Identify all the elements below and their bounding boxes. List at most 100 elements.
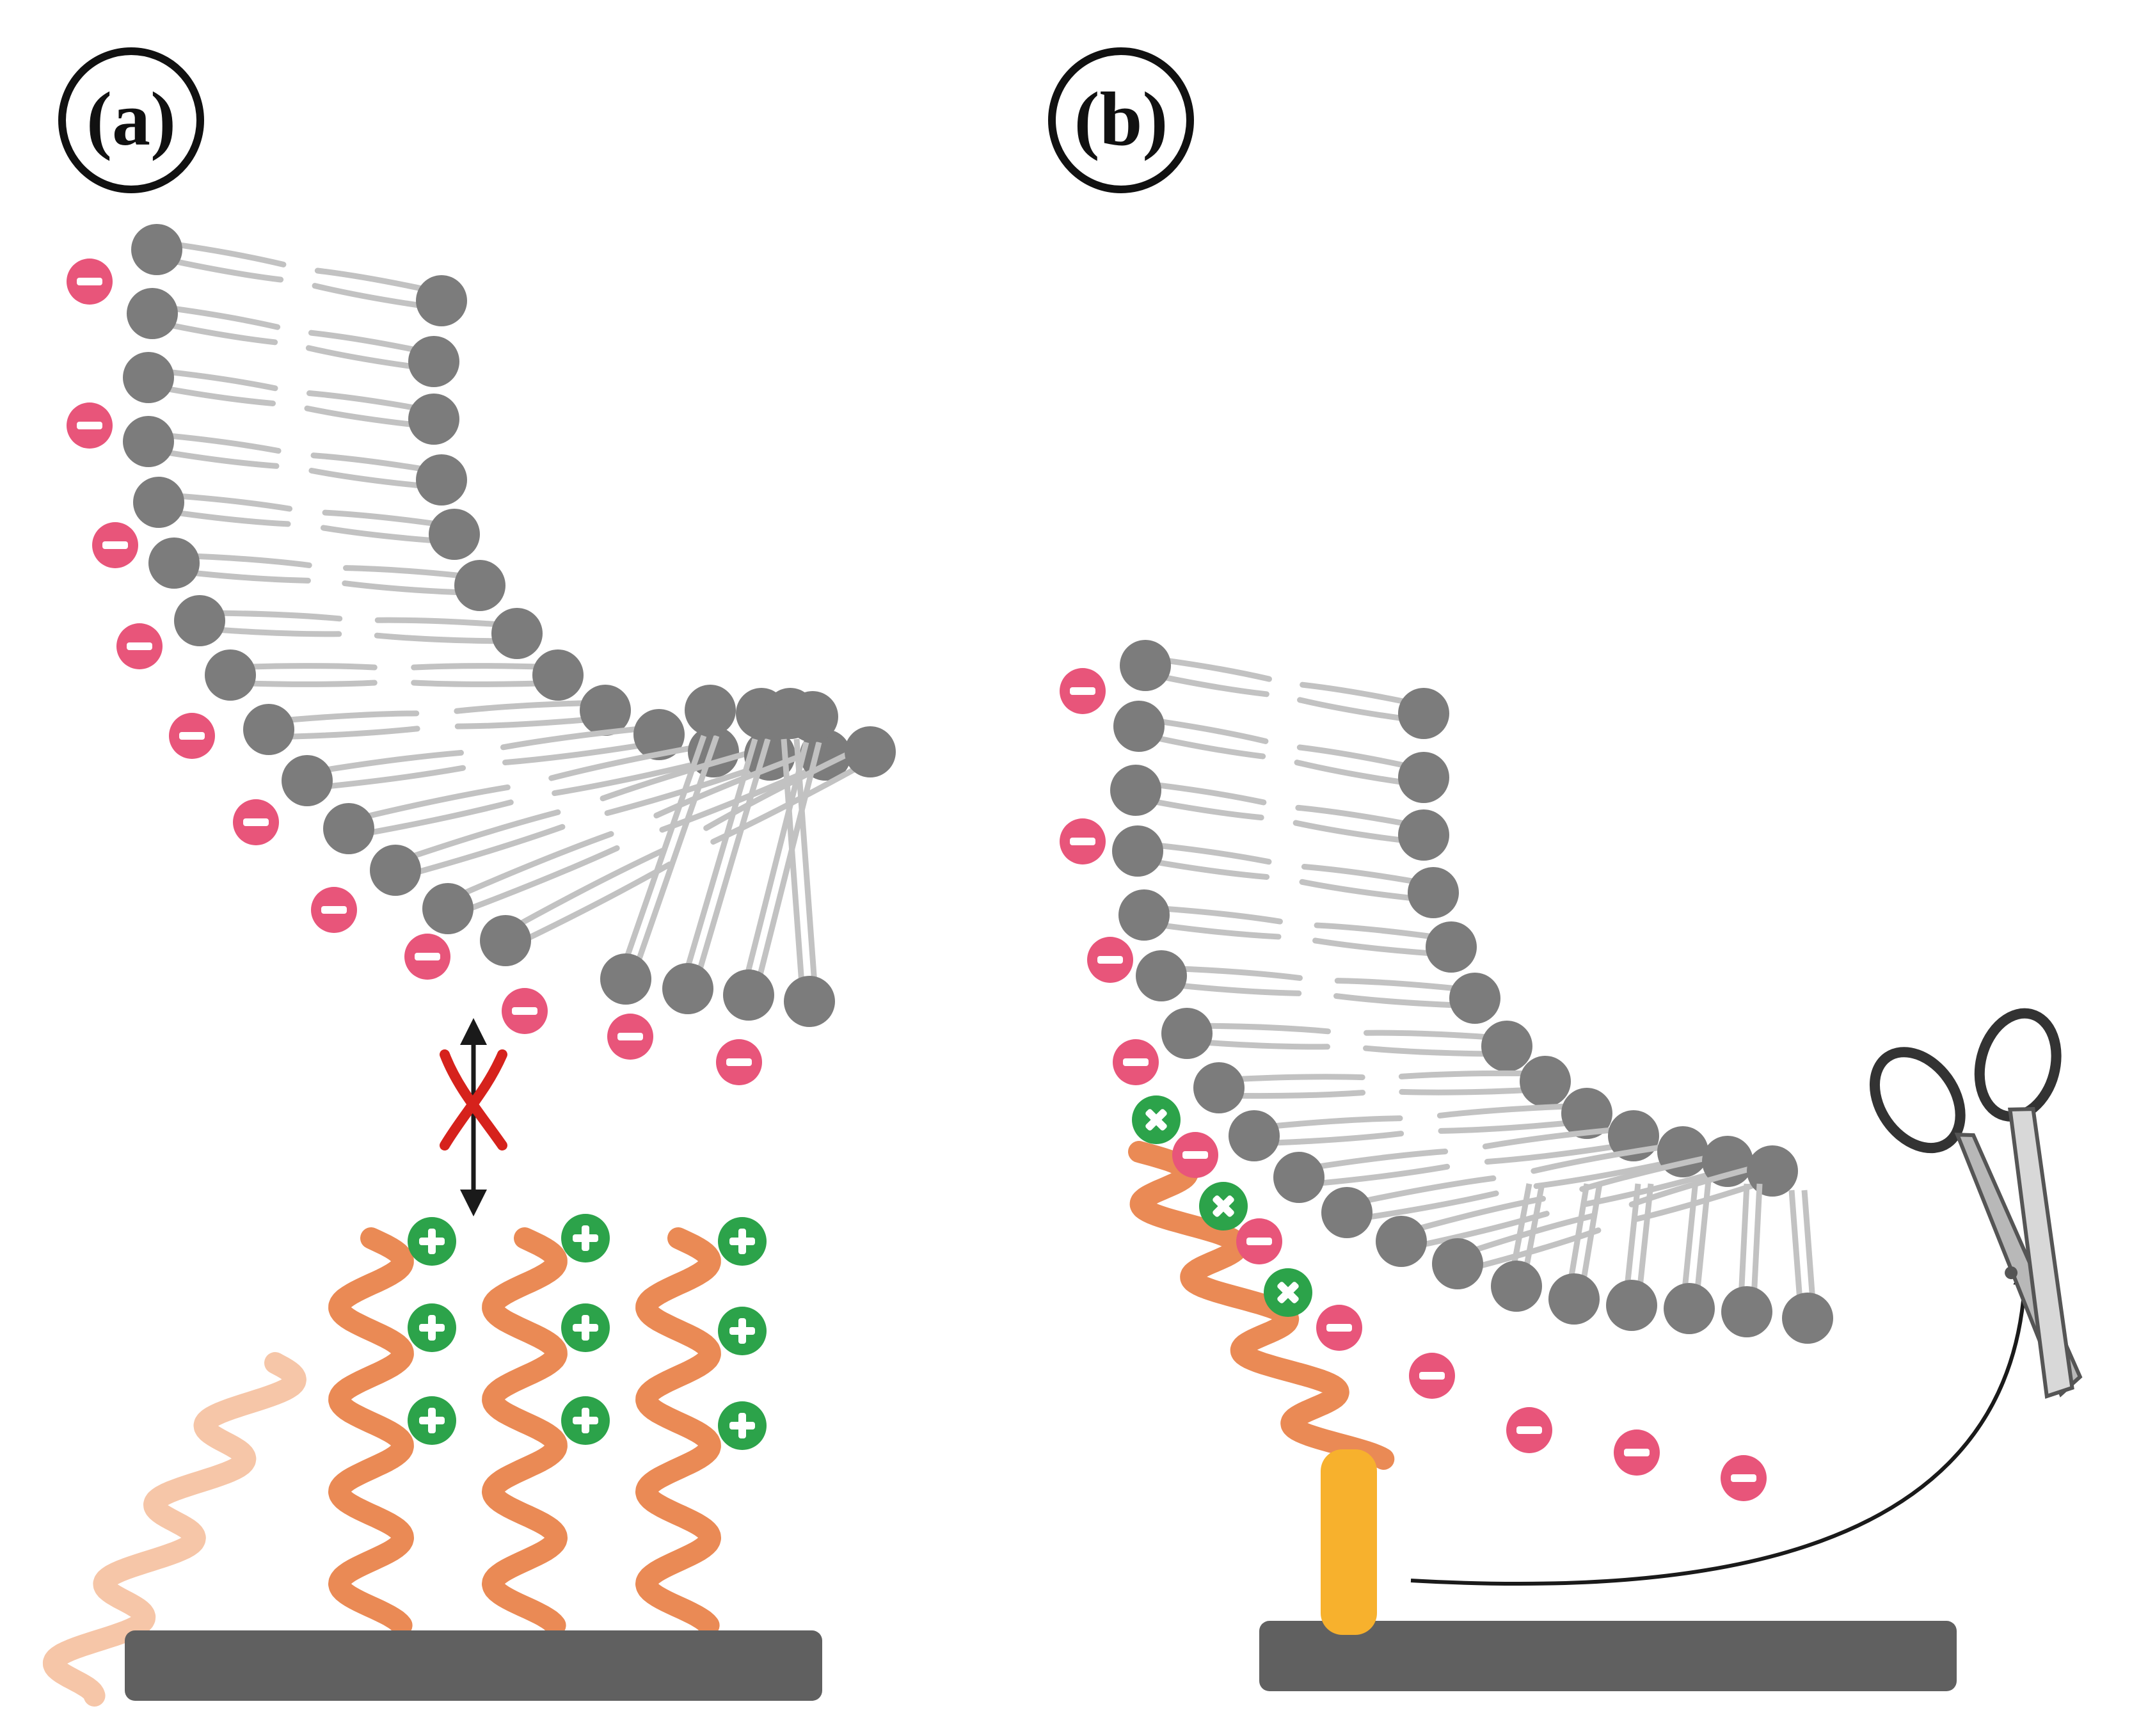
b-lipid-head bbox=[1747, 1145, 1798, 1197]
a-lipid-tail bbox=[506, 861, 672, 951]
b-lipid-pair bbox=[1113, 701, 1449, 803]
negative-charge-icon bbox=[233, 799, 279, 845]
b-lipid-pair bbox=[1229, 1088, 1612, 1161]
positive-charge-icon bbox=[718, 1401, 767, 1450]
negative-charge-icon bbox=[1721, 1455, 1767, 1501]
a-lipid-pair bbox=[123, 352, 459, 445]
a-lipid-pair bbox=[600, 685, 736, 1005]
a-lipid-tail bbox=[448, 845, 620, 919]
b-lipid-head bbox=[1120, 640, 1171, 691]
b-lipid-pair bbox=[1548, 1183, 1603, 1325]
positive-charge-icon bbox=[561, 1303, 610, 1352]
a-lipid-head bbox=[422, 883, 473, 934]
panel-label-b-text: (b) bbox=[1074, 76, 1168, 161]
a-lipid-head bbox=[127, 288, 178, 339]
b-lipid-pair bbox=[1606, 1183, 1657, 1331]
a-lipid-head bbox=[723, 969, 774, 1021]
linker-post bbox=[1321, 1449, 1377, 1635]
a-lipid-head bbox=[480, 915, 531, 966]
substrate-bar-a bbox=[125, 1630, 822, 1701]
panel-label-a-text: (a) bbox=[86, 76, 176, 161]
negative-charge-icon bbox=[1236, 1218, 1282, 1264]
negative-charge-icon bbox=[67, 402, 113, 449]
b-lipid-head bbox=[1432, 1238, 1483, 1289]
b-lipid-pair bbox=[1110, 765, 1449, 861]
b-lipid-head bbox=[1664, 1283, 1715, 1334]
lipid-bilayer-b bbox=[1110, 640, 1833, 1344]
a-lipid-tail bbox=[344, 784, 511, 824]
b-lipid-head bbox=[1782, 1293, 1833, 1344]
a-lipid-head bbox=[633, 709, 685, 760]
b-lipid-pair bbox=[1136, 950, 1500, 1024]
negative-charge-icon bbox=[311, 887, 357, 933]
a-lipid-head bbox=[580, 685, 631, 736]
b-lipid-pair bbox=[1664, 1180, 1715, 1334]
a-lipid-tail bbox=[390, 809, 561, 866]
positive-charge-icon bbox=[561, 1396, 610, 1445]
negative-charge-icon bbox=[404, 934, 450, 980]
b-lipid-head bbox=[1229, 1110, 1280, 1161]
b-lipid-pair bbox=[1161, 1008, 1532, 1072]
red-x-icon bbox=[440, 1049, 507, 1151]
charge-markers bbox=[67, 259, 1767, 1501]
a-lipid-head bbox=[845, 726, 896, 777]
negative-charge-icon bbox=[1506, 1407, 1552, 1453]
b-lipid-head bbox=[1321, 1187, 1372, 1238]
a-lipid-head bbox=[243, 704, 294, 755]
a-lipid-tail bbox=[395, 824, 566, 880]
a-lipid-pair bbox=[123, 416, 467, 506]
a-lipid-tail bbox=[739, 741, 809, 996]
b-lipid-head bbox=[1491, 1261, 1542, 1312]
b-lipid-head bbox=[1118, 889, 1170, 941]
b-lipid-head bbox=[1113, 701, 1165, 752]
negative-charge-icon bbox=[1113, 1039, 1159, 1085]
a-lipid-tail bbox=[498, 848, 665, 937]
positive-charge-icon bbox=[718, 1217, 767, 1266]
b-lipid-head bbox=[1110, 765, 1161, 816]
a-lipid-head bbox=[416, 454, 467, 506]
b-lipid-head bbox=[1520, 1056, 1571, 1107]
scissors-icon bbox=[1869, 1008, 2083, 1399]
a-lipid-pair bbox=[131, 224, 467, 326]
a-lipid-head bbox=[408, 394, 459, 445]
b-lipid-pair bbox=[1112, 825, 1459, 918]
b-lipid-pair bbox=[1721, 1183, 1772, 1337]
a-lipid-tail bbox=[629, 735, 720, 980]
a-lipid-pair bbox=[282, 709, 685, 806]
a-lipid-head bbox=[662, 963, 713, 1014]
negative-charge-icon bbox=[67, 259, 113, 305]
b-lipid-head bbox=[1273, 1152, 1325, 1203]
a-lipid-tail bbox=[793, 738, 819, 1002]
b-lipid-head bbox=[1136, 950, 1187, 1001]
b-lipid-pair bbox=[1273, 1110, 1659, 1203]
a-lipid-pair bbox=[127, 288, 459, 387]
b-lipid-head bbox=[1561, 1088, 1612, 1139]
a-lipid-head bbox=[408, 336, 459, 387]
a-lipid-head bbox=[454, 560, 505, 611]
b-lipid-head bbox=[1408, 867, 1459, 918]
a-lipid-pair bbox=[205, 649, 584, 701]
a-lipid-pair bbox=[148, 538, 505, 611]
a-lipid-head bbox=[205, 649, 256, 701]
b-lipid-head bbox=[1112, 825, 1163, 877]
negative-charge-icon bbox=[607, 1014, 653, 1060]
negative-charge-icon bbox=[92, 522, 138, 568]
detached-peptide-helix bbox=[42, 1352, 306, 1707]
a-lipid-tail bbox=[752, 741, 822, 996]
a-lipid-head bbox=[429, 509, 480, 560]
a-lipid-head bbox=[123, 416, 174, 467]
b-lipid-head bbox=[1398, 809, 1449, 861]
positive-charge-icon bbox=[1199, 1182, 1248, 1230]
b-lipid-pair bbox=[1118, 889, 1477, 973]
a-lipid-head bbox=[491, 608, 543, 659]
b-lipid-pair bbox=[1491, 1183, 1545, 1312]
panel-label-a: (a) bbox=[58, 47, 204, 193]
b-lipid-pair bbox=[1782, 1190, 1833, 1344]
b-lipid-head bbox=[1376, 1216, 1427, 1267]
a-lipid-pair bbox=[133, 477, 480, 560]
b-lipid-head bbox=[1426, 921, 1477, 973]
positive-charge-icon bbox=[718, 1307, 767, 1355]
a-lipid-head bbox=[416, 275, 467, 326]
b-lipid-head bbox=[1481, 1021, 1532, 1072]
